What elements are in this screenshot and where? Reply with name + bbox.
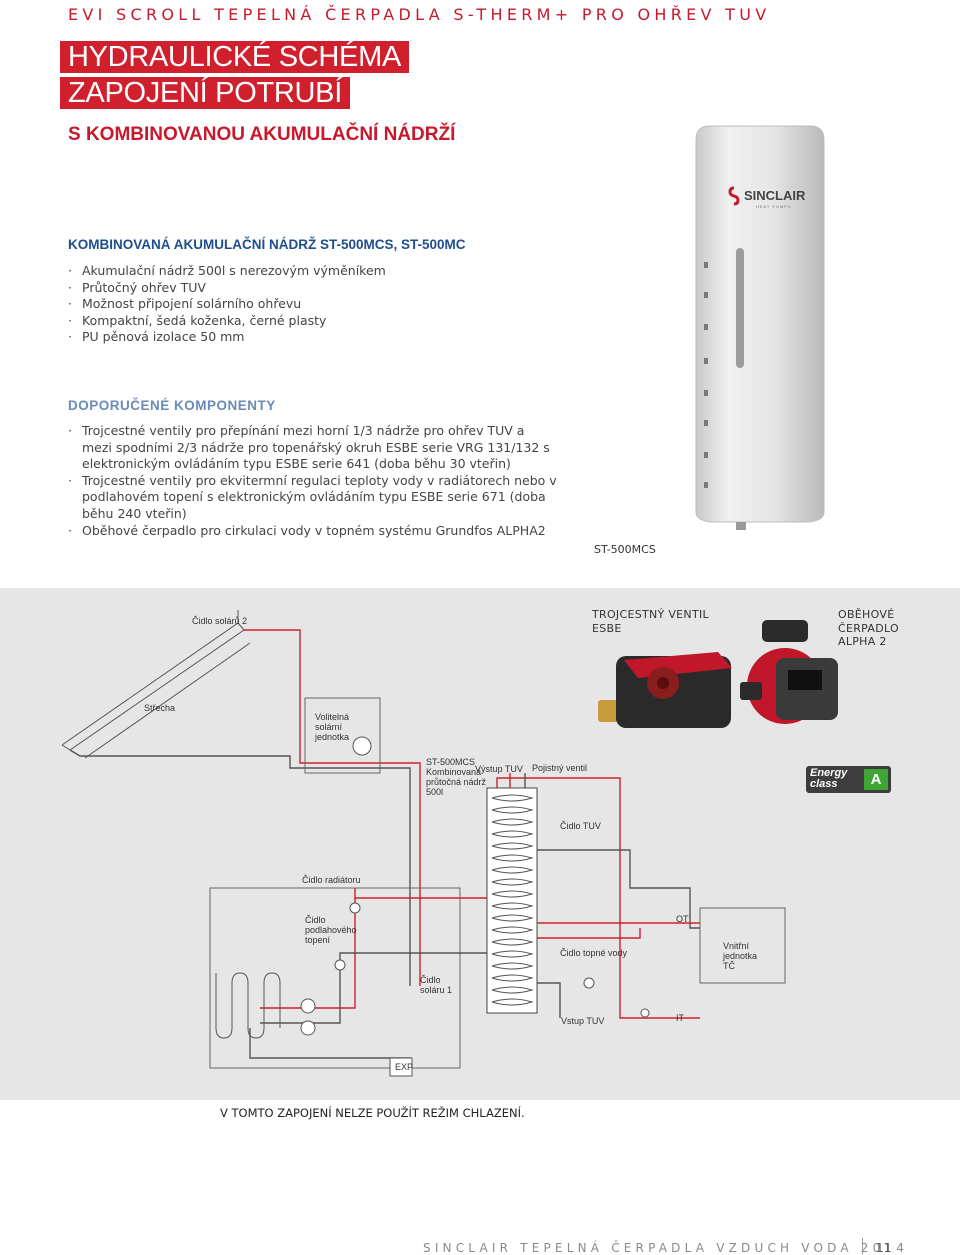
- label-dhw-out: Výstup TUV: [475, 764, 523, 774]
- alpha2-pump-image: [740, 620, 838, 724]
- label-dhw-in: Vstup TUV: [561, 1016, 605, 1026]
- label-sensor-floor: Čidlo podlahového topení: [305, 915, 357, 945]
- solar-pipes: [69, 629, 421, 986]
- label-solar-unit: Volitelná solární jednotka: [315, 712, 350, 742]
- label-indoor-unit: Vnitřní jednotka TČ: [723, 941, 758, 971]
- list-item: Oběhové čerpadlo pro cirkulaci vody v to…: [68, 523, 558, 540]
- page-number: 11: [876, 1241, 892, 1255]
- list-item: PU pěnová izolace 50 mm: [68, 329, 588, 346]
- label-sensor-solar1: Čidlo soláru 1: [420, 975, 453, 995]
- label-safety-valve: Pojistný ventil: [532, 763, 588, 773]
- diagram-drawing: [61, 610, 786, 1077]
- tank-coil: [491, 794, 534, 1006]
- heating-area-box: [209, 887, 461, 1069]
- energy-class-badge: Energy class A: [806, 766, 891, 793]
- tank-brand-sub: HEAT PUMPS: [756, 204, 792, 209]
- label-tank: ST-500MCS Kombinovaná průtočná nádrž 500…: [426, 757, 487, 797]
- list-item: Kompaktní, šedá koženka, černé plasty: [68, 313, 588, 330]
- solar-pump-icon: [352, 736, 372, 756]
- tank-caption: ST-500MCS: [594, 543, 656, 556]
- label-sensor-solar2: Čidlo solárů 2: [192, 616, 248, 626]
- floor-heating-coil: [215, 972, 281, 1039]
- page-subtitle: S KOMBINOVANOU AKUMULAČNÍ NÁDRŽÍ: [68, 124, 456, 145]
- components-list: Trojcestné ventily pro přepínání mezi ho…: [68, 423, 558, 539]
- list-item: Trojcestné ventily pro přepínání mezi ho…: [68, 423, 558, 473]
- list-item: Možnost připojení solárního ohřevu: [68, 296, 588, 313]
- tank-handle: [736, 248, 744, 368]
- series-title: EVI SCROLL TEPELNÁ ČERPADLA S-THERM+ PRO…: [68, 5, 771, 24]
- cooling-note: V TOMTO ZAPOJENÍ NELZE POUŽÍT REŽIM CHLA…: [220, 1106, 525, 1120]
- tank-section-heading: KOMBINOVANÁ AKUMULAČNÍ NÁDRŽ ST-500MCS, …: [68, 237, 466, 252]
- list-item: Akumulační nádrž 500l s nerezovým výmění…: [68, 263, 588, 280]
- valve-label: TROJCESTNÝ VENTIL ESBE: [592, 608, 709, 635]
- energy-label: Energy class: [810, 767, 848, 790]
- page-title-line2: ZAPOJENÍ POTRUBÍ: [60, 77, 350, 109]
- tank-brand: SINCLAIR: [744, 188, 806, 203]
- circulation-pump-icons: [300, 998, 316, 1036]
- label-roof: Střecha: [144, 703, 176, 713]
- label-sensor-radiator: Čidlo radiátoru: [302, 875, 361, 885]
- esbe-valve-image: [598, 652, 732, 728]
- list-item: Průtočný ohřev TUV: [68, 280, 588, 297]
- label-sensor-heating: Čidlo topné vody: [560, 948, 628, 958]
- label-exp: EXP: [395, 1062, 414, 1072]
- dhw-pipes: [496, 773, 700, 1019]
- footer-text: SINCLAIR TEPELNÁ ČERPADLA VZDUCH VODA 20…: [423, 1241, 909, 1255]
- three-way-valve-icons: [334, 902, 650, 1018]
- indoor-unit-box: [699, 907, 786, 984]
- solar-unit-box: [304, 697, 381, 774]
- components-section-heading: DOPORUČENÉ KOMPONENTY: [68, 398, 276, 413]
- energy-class-value: A: [864, 769, 888, 790]
- solar-collector: [61, 610, 251, 759]
- exp-box: [389, 1057, 413, 1077]
- tank-feature-list: Akumulační nádrž 500l s nerezovým výmění…: [68, 263, 588, 346]
- list-item: Trojcestné ventily pro ekvitermní regula…: [68, 473, 558, 523]
- sinclair-logo: [728, 186, 740, 206]
- page-title-line1: HYDRAULICKÉ SCHÉMA: [60, 41, 409, 73]
- label-sensor-dhw: Čidlo TUV: [560, 821, 601, 831]
- pump-label: OBĚHOVÉ ČERPADLO ALPHA 2: [838, 608, 899, 648]
- tank-image: SINCLAIR HEAT PUMPS: [695, 125, 825, 530]
- heat-pump-pipes: [537, 849, 700, 939]
- label-it: IT: [676, 1013, 684, 1023]
- label-ot: OT: [676, 914, 689, 924]
- tank-ports: [704, 262, 708, 488]
- footer-divider: [862, 1238, 863, 1254]
- hydraulic-diagram: Čidlo solárů 2 Střecha Volitelná solární…: [0, 588, 960, 1100]
